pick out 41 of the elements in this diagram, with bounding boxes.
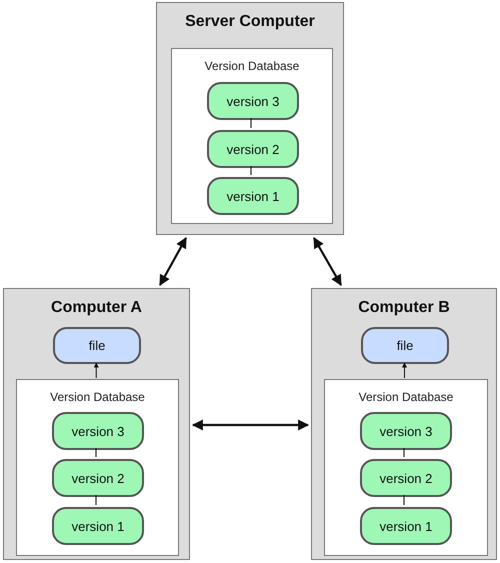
version-label: version 1 bbox=[226, 188, 280, 204]
database-box bbox=[324, 379, 488, 556]
arrow bbox=[192, 420, 310, 430]
database-label: Version Database bbox=[204, 59, 300, 73]
arrow bbox=[313, 237, 342, 286]
version-node bbox=[360, 412, 452, 450]
file-node bbox=[53, 327, 141, 364]
version-label: version 3 bbox=[380, 424, 432, 438]
computer-title: Computer B bbox=[357, 299, 451, 317]
file-node bbox=[361, 327, 449, 364]
version-label: version 1 bbox=[72, 518, 124, 534]
version-label: version 3 bbox=[72, 424, 124, 438]
computer-box bbox=[156, 2, 344, 235]
version-label: version 2 bbox=[226, 142, 280, 156]
version-node bbox=[52, 459, 144, 497]
version-label: version 3 bbox=[226, 94, 280, 108]
connector-line bbox=[250, 118, 252, 128]
version-label: version 2 bbox=[380, 470, 432, 486]
computer-box bbox=[3, 288, 190, 560]
version-node bbox=[207, 82, 299, 120]
database-label: Version Database bbox=[49, 390, 146, 404]
file-label: file bbox=[88, 338, 106, 353]
version-node bbox=[52, 412, 144, 450]
version-node bbox=[360, 507, 452, 545]
database-box bbox=[16, 379, 179, 556]
database-box bbox=[171, 48, 333, 224]
version-node bbox=[207, 130, 299, 168]
arrow bbox=[159, 237, 187, 286]
version-node bbox=[207, 177, 299, 215]
version-node bbox=[52, 507, 144, 545]
connector-line bbox=[250, 166, 252, 176]
arrow bbox=[402, 362, 407, 378]
computer-box bbox=[311, 288, 497, 560]
version-label: version 1 bbox=[380, 518, 432, 534]
arrow bbox=[94, 362, 99, 378]
database-label: Version Database bbox=[358, 390, 454, 404]
version-node bbox=[360, 459, 452, 497]
version-label: version 2 bbox=[72, 470, 124, 486]
computer-title: Server Computer bbox=[184, 13, 316, 31]
computer-title: Computer A bbox=[50, 299, 143, 317]
file-label: file bbox=[396, 338, 414, 353]
